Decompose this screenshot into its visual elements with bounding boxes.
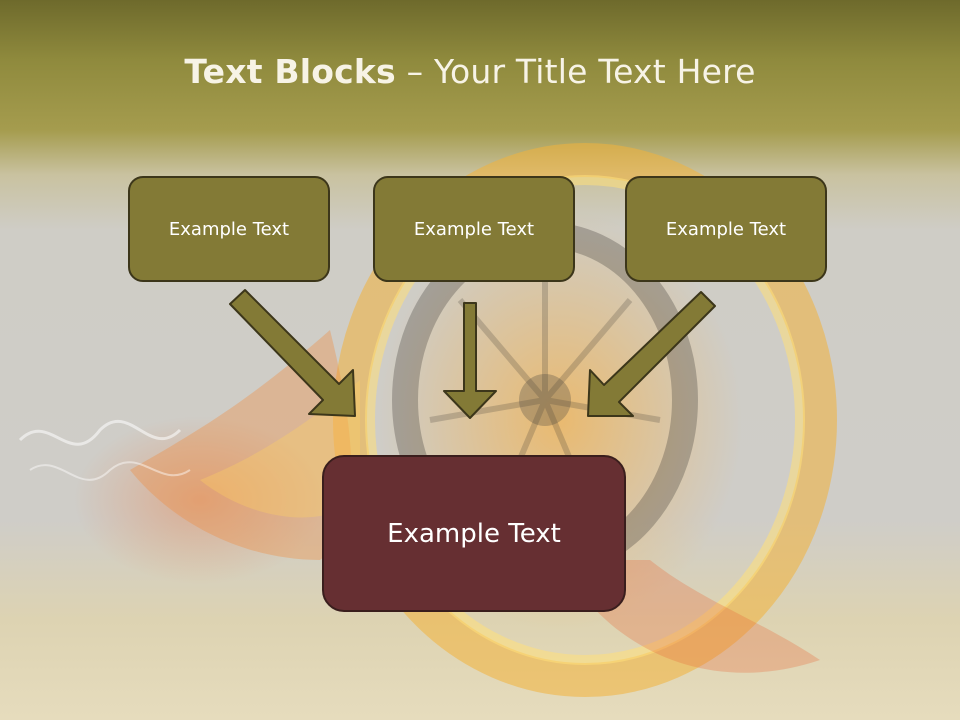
text-block-bottom-label: Example Text [387, 518, 561, 549]
text-block-center-label: Example Text [413, 218, 535, 240]
arrow-center-to-bottom [443, 302, 497, 419]
arrow-right-to-bottom [587, 291, 716, 417]
text-block-bottom[interactable]: Example Text [322, 455, 626, 612]
title-bold-part: Text Blocks [184, 52, 396, 91]
title-rest: Your Title Text Here [433, 52, 756, 91]
text-block-right-label: Example Text [665, 218, 787, 240]
text-block-left-label: Example Text [168, 218, 290, 240]
slide-title: Text Blocks – Your Title Text Here [0, 52, 940, 91]
title-separator: – [395, 52, 434, 91]
text-block-center[interactable]: Example Text [373, 176, 575, 282]
arrow-left-to-bottom [229, 289, 356, 417]
text-block-left[interactable]: Example Text [128, 176, 330, 282]
text-block-right[interactable]: Example Text [625, 176, 827, 282]
